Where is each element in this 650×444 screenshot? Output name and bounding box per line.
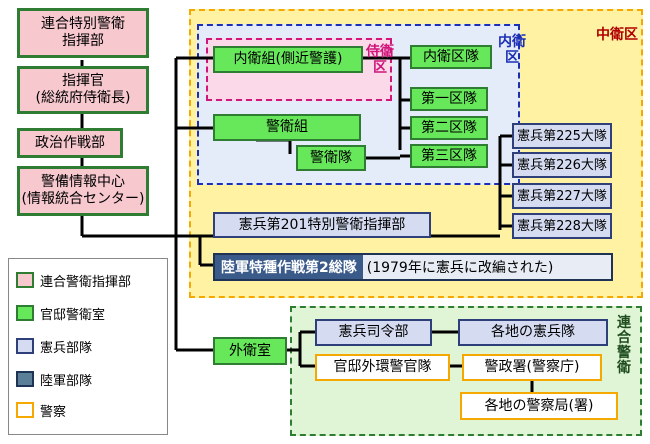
keieigumi-box: 警衛組	[213, 114, 361, 141]
mp-battalion-225: 憲兵第225大隊	[512, 123, 612, 149]
naieigumi-box: 内衛組(側近警護)	[213, 46, 363, 73]
keieitai-box: 警衛隊	[296, 145, 366, 171]
chuei-label: 中衛区	[596, 27, 638, 43]
legend-label: 憲兵部隊	[40, 340, 93, 356]
legend-item: 警察	[16, 399, 166, 421]
legend-swatch	[16, 338, 34, 354]
jiei-label: 侍衛 区	[366, 44, 394, 76]
legend-item: 官邸警衛室	[16, 302, 166, 324]
rengo-label: 連 合 警 衛	[617, 315, 631, 376]
legend-item: 陸軍部隊	[16, 368, 166, 390]
dai3-box: 第三区隊	[410, 144, 488, 168]
commander-box: 指揮官 (総統府侍衛長)	[17, 66, 149, 114]
legend-swatch	[16, 371, 34, 387]
army-name: 陸軍特種作戦第2総隊	[215, 255, 363, 279]
legend-label: 連合警衛指揮部	[40, 274, 132, 290]
legend-swatch	[16, 305, 34, 321]
kantei-keikan-box: 官邸外環警官隊	[315, 354, 450, 381]
hq-box: 連合特別警衛 指揮部	[17, 8, 149, 58]
legend-swatch	[16, 402, 34, 418]
legend-label: 陸軍部隊	[40, 373, 93, 389]
mp-battalion-227: 憲兵第227大隊	[512, 183, 612, 209]
intel-box: 警備情報中心 (情報統合センター)	[17, 166, 149, 216]
kakuchi-keisatsu-box: 各地の警察局(署)	[460, 392, 618, 420]
army-box: 陸軍特種作戦第2総隊 (1979年に憲兵に改編された)	[213, 253, 613, 281]
legend-label: 警察	[40, 404, 67, 420]
gaieishitsu-box: 外衛室	[213, 337, 287, 365]
mp201-box: 憲兵第201特別警衛指揮部	[213, 212, 431, 238]
legend-item: 連合警衛指揮部	[16, 269, 166, 291]
legend: 連合警衛指揮部 官邸警衛室 憲兵部隊 陸軍部隊 警察	[8, 258, 168, 435]
naiei-label: 内衛 区	[498, 34, 526, 66]
legend-item: 憲兵部隊	[16, 335, 166, 357]
legend-swatch	[16, 272, 34, 288]
mp-battalion-228: 憲兵第228大隊	[512, 213, 612, 239]
legend-label: 官邸警衛室	[40, 307, 106, 323]
kakuchi-kenpeitai-box: 各地の憲兵隊	[458, 319, 608, 346]
keiseisho-box: 警政署(警察庁)	[462, 354, 602, 381]
army-note: (1979年に憲兵に改編された)	[366, 260, 554, 276]
naiei-kutai-box: 内衛区隊	[410, 45, 492, 69]
mp-battalion-226: 憲兵第226大隊	[512, 152, 612, 178]
kenpei-shireibu-box: 憲兵司令部	[315, 319, 432, 346]
dai2-box: 第二区隊	[410, 116, 488, 140]
politics-box: 政治作戦部	[17, 128, 123, 158]
dai1-box: 第一区隊	[410, 87, 488, 111]
